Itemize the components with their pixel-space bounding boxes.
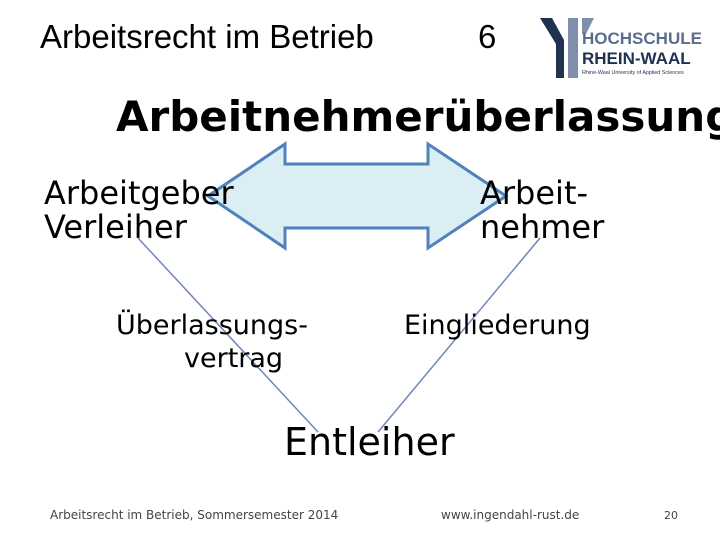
- logo-line1: HOCHSCHULE: [582, 29, 702, 48]
- logo-line3: Rhine-Waal University of Applied Science…: [582, 70, 684, 76]
- slide-heading: Arbeitnehmerüberlassung: [116, 92, 720, 141]
- integration-label: Eingliederung: [404, 310, 591, 341]
- university-logo: HOCHSCHULE RHEIN-WAAL Rhine-Waal Univers…: [538, 16, 708, 82]
- employer-label-line1: Arbeitgeber: [44, 174, 234, 212]
- employee-label-line1: Arbeit-: [480, 174, 589, 212]
- employer-label-line2: Verleiher: [44, 208, 187, 246]
- slide-number: 6: [478, 18, 497, 55]
- integration-connector-line: [377, 237, 541, 433]
- logo-mark-icon: HOCHSCHULE RHEIN-WAAL Rhine-Waal Univers…: [540, 18, 702, 78]
- page-number: 20: [664, 509, 678, 522]
- contract-connector-line: [137, 237, 319, 433]
- contract-label-line1: Überlassungs-: [116, 310, 308, 341]
- footer-course: Arbeitsrecht im Betrieb, Sommersemester …: [50, 508, 339, 522]
- logo-line2: RHEIN-WAAL: [582, 49, 691, 68]
- employee-label-line2: nehmer: [480, 208, 605, 246]
- double-arrow: [205, 141, 509, 251]
- contract-label-line2: vertrag: [184, 343, 284, 374]
- slide-title: Arbeitsrecht im Betrieb: [40, 18, 374, 55]
- borrower-label: Entleiher: [284, 420, 455, 464]
- footer-website: www.ingendahl-rust.de: [441, 508, 580, 522]
